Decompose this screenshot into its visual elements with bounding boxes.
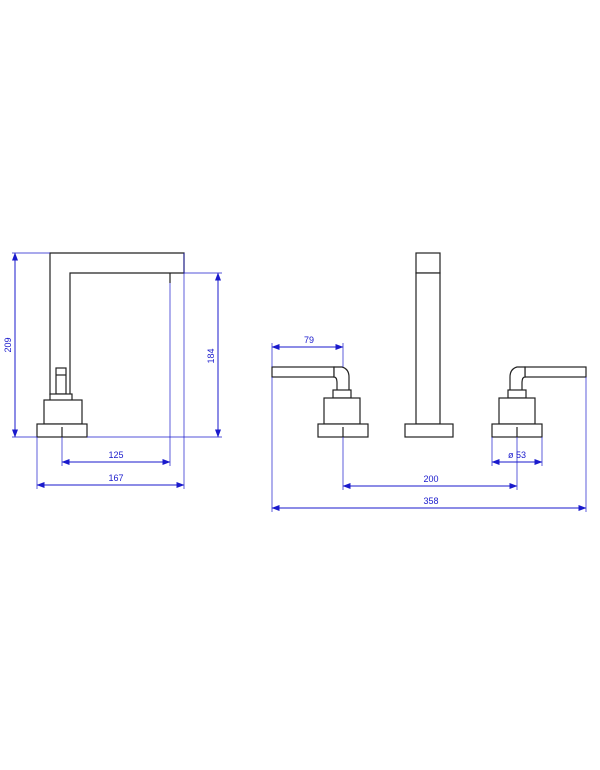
front-view: 79 ø 53 200 358: [271, 252, 587, 512]
front-view-left-handle: [271, 366, 369, 438]
dimension-label-184: 184: [206, 348, 216, 363]
dimension-overall-height: 209: [3, 252, 50, 438]
dimension-handle-length: 79: [271, 335, 344, 367]
dimension-label-209: 209: [3, 337, 13, 352]
dimension-label-167: 167: [108, 473, 123, 483]
dimension-label-125: 125: [108, 450, 123, 460]
dimension-spout-height: 184: [87, 272, 222, 438]
side-view: 209 184 125 167: [3, 252, 222, 489]
dimension-label-79: 79: [304, 335, 314, 345]
side-view-spout: [49, 252, 185, 395]
dimension-label-358: 358: [423, 496, 438, 506]
dimension-label-200: 200: [423, 474, 438, 484]
dimension-center-spacing: 200: [342, 437, 518, 490]
side-view-base: [36, 399, 88, 438]
front-view-right-handle: [491, 366, 587, 438]
side-view-handle: [49, 367, 73, 402]
front-view-spout: [404, 252, 454, 438]
dimension-spout-reach: 125: [61, 283, 171, 466]
dimension-overall-depth: 167: [36, 253, 185, 489]
dimension-overall-width: 358: [271, 377, 587, 512]
